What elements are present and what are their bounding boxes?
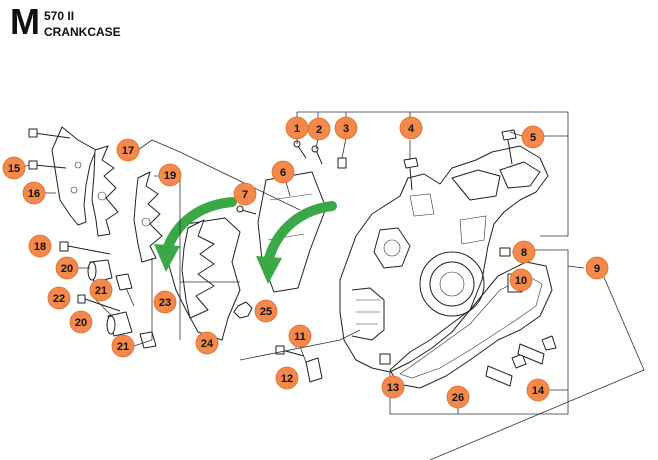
svg-text:14: 14 xyxy=(532,385,545,397)
bumper-spike-17 xyxy=(91,145,119,237)
pin-8 xyxy=(499,247,511,257)
nut-25 xyxy=(233,301,253,319)
svg-text:8: 8 xyxy=(521,247,527,259)
svg-text:21: 21 xyxy=(95,285,107,297)
svg-text:17: 17 xyxy=(122,145,134,157)
svg-text:16: 16 xyxy=(28,188,40,200)
callout-17[interactable]: 17 xyxy=(116,138,140,162)
pin-13 xyxy=(379,353,391,365)
pins-1-2 xyxy=(293,140,323,165)
spike-plate-23 xyxy=(181,219,215,319)
svg-text:1: 1 xyxy=(294,123,300,135)
bumper-spike-19 xyxy=(133,171,163,263)
svg-text:12: 12 xyxy=(281,373,293,385)
svg-text:5: 5 xyxy=(530,132,536,144)
svg-text:13: 13 xyxy=(387,382,399,394)
callout-26[interactable]: 26 xyxy=(446,385,470,409)
callout-15[interactable]: 15 xyxy=(2,156,26,180)
screws-15 xyxy=(28,128,71,170)
svg-text:2: 2 xyxy=(316,124,322,136)
callout-7[interactable]: 7 xyxy=(233,182,257,206)
callout-11[interactable]: 11 xyxy=(288,324,312,348)
svg-text:18: 18 xyxy=(34,241,46,253)
screw-7 xyxy=(236,205,257,215)
callout-16[interactable]: 16 xyxy=(22,181,46,205)
callout-14[interactable]: 14 xyxy=(526,378,550,402)
callout-6[interactable]: 6 xyxy=(271,160,295,184)
leader-lines xyxy=(19,111,645,460)
svg-text:24: 24 xyxy=(201,338,214,350)
callout-2[interactable]: 2 xyxy=(307,117,331,141)
nut-21-upper xyxy=(115,273,133,291)
bolt-11-clamp-12 xyxy=(275,345,323,383)
screw-22 xyxy=(77,294,121,312)
callout-5[interactable]: 5 xyxy=(521,125,545,149)
spacer-20-upper xyxy=(87,259,113,283)
header: M 570 II CRANKCASE xyxy=(0,0,658,50)
nut-21-lower xyxy=(139,331,157,349)
svg-text:4: 4 xyxy=(408,123,415,135)
svg-text:25: 25 xyxy=(260,306,272,318)
svg-text:6: 6 xyxy=(280,167,286,179)
svg-text:11: 11 xyxy=(294,331,306,343)
svg-text:10: 10 xyxy=(515,275,527,287)
callout-18[interactable]: 18 xyxy=(28,234,52,258)
callout-1[interactable]: 1 xyxy=(285,116,309,140)
callout-9[interactable]: 9 xyxy=(585,256,609,280)
callout-24[interactable]: 24 xyxy=(195,331,219,355)
svg-text:9: 9 xyxy=(594,263,600,275)
callout-19[interactable]: 19 xyxy=(158,163,182,187)
callout-21-upper[interactable]: 21 xyxy=(89,278,113,302)
svg-text:15: 15 xyxy=(8,163,20,175)
guide-plate-16 xyxy=(51,126,97,226)
pin-3 xyxy=(337,157,347,169)
section-letter: M xyxy=(10,1,40,42)
callout-8[interactable]: 8 xyxy=(512,240,536,264)
callout-3[interactable]: 3 xyxy=(334,116,358,140)
callout-23[interactable]: 23 xyxy=(153,290,177,314)
callout-25[interactable]: 25 xyxy=(254,299,278,323)
screw-18 xyxy=(59,241,111,255)
page-title: CRANKCASE xyxy=(44,25,121,39)
svg-text:23: 23 xyxy=(159,297,171,309)
svg-text:20: 20 xyxy=(75,317,87,329)
assembly-arrow-right xyxy=(256,201,337,284)
callout-13[interactable]: 13 xyxy=(381,375,405,399)
gasket-26 xyxy=(389,261,553,389)
svg-text:26: 26 xyxy=(452,392,464,404)
callout-4[interactable]: 4 xyxy=(399,116,423,140)
assembly-arrow-left xyxy=(154,197,237,272)
callout-20-upper[interactable]: 20 xyxy=(55,256,79,280)
callout-10[interactable]: 10 xyxy=(509,268,533,292)
model-name: 570 II xyxy=(44,9,75,23)
crankcase-body xyxy=(339,145,549,373)
spacer-20-lower xyxy=(106,311,133,337)
svg-text:7: 7 xyxy=(242,189,248,201)
svg-text:3: 3 xyxy=(343,123,349,135)
callout-20-lower[interactable]: 20 xyxy=(69,310,93,334)
callout-21-lower[interactable]: 21 xyxy=(111,334,135,358)
svg-text:22: 22 xyxy=(53,293,65,305)
bolt-4 xyxy=(403,157,419,191)
callout-12[interactable]: 12 xyxy=(275,366,299,390)
callout-22[interactable]: 22 xyxy=(47,286,71,310)
svg-text:20: 20 xyxy=(61,263,73,275)
svg-text:21: 21 xyxy=(117,341,129,353)
svg-text:19: 19 xyxy=(164,170,176,182)
bolts-14 xyxy=(485,335,557,387)
